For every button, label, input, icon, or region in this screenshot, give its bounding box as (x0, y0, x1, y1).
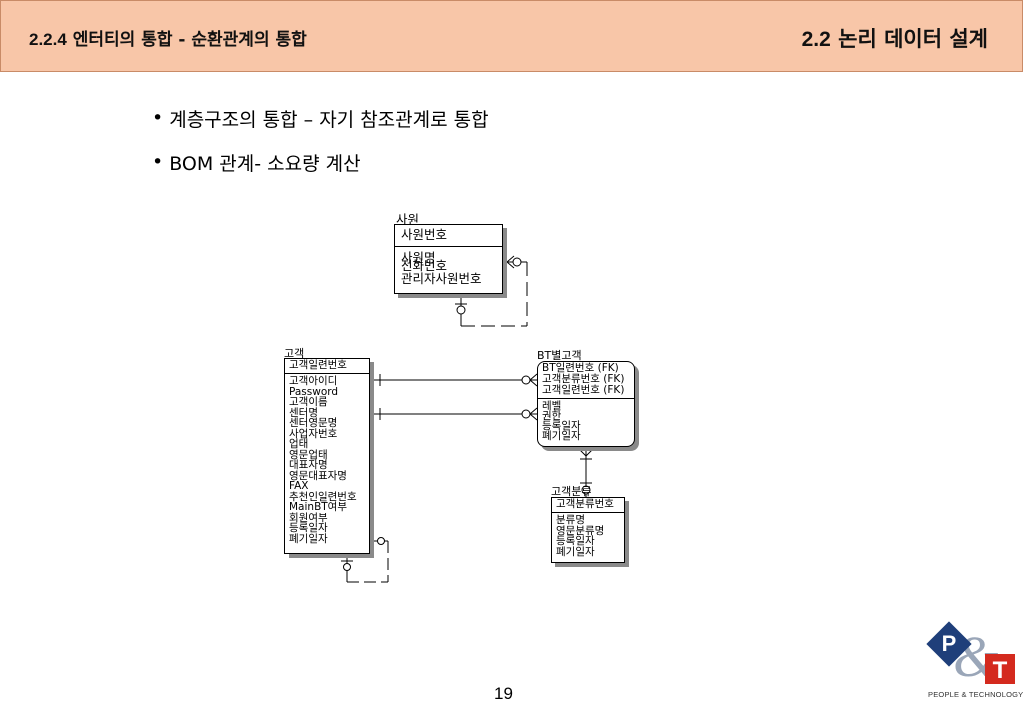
entity-attribute: 전화번호 (401, 258, 448, 273)
bt-customer-pk: BT일련번호 (FK) 고객분류번호 (FK) 고객일련번호 (FK) (538, 362, 634, 399)
customer-entity[interactable]: 고객일련번호 고객아이디 Password 고객이름 센터명 센터영문명 사업자… (284, 358, 370, 554)
bullet-item: • 계층구조의 통합 – 자기 참조관계로 통합 (152, 96, 489, 140)
entity-attribute: 고객이름 (289, 396, 328, 408)
customer-class-pk: 고객분류번호 (552, 498, 624, 513)
entity-attribute: 분류명 (556, 514, 585, 526)
chapter-title: 논리 데이터 설계 (830, 27, 988, 51)
bullet-item: • BOM 관계- 소요량 계산 (152, 140, 489, 184)
logo-caption: PEOPLE & TECHNOLOGY (928, 690, 1023, 699)
entity-attribute: 추천인일련번호 (289, 490, 357, 503)
slide-header: 2.2.4 엔터티의 통합 - 순환관계의 통합 2.2 논리 데이터 설계 (0, 0, 1023, 72)
entity-pk-line: BT일련번호 (FK) (542, 362, 619, 374)
entity-attribute: 센터영문명 (289, 417, 338, 429)
entity-attribute: 영문대표자명 (289, 469, 347, 482)
bullet-list: • 계층구조의 통합 – 자기 참조관계로 통합 • BOM 관계- 소요량 계… (152, 96, 489, 184)
employee-self-relationship (455, 255, 528, 327)
customer-bt-relationship-1 (374, 373, 538, 387)
bt-customer-entity[interactable]: BT일련번호 (FK) 고객분류번호 (FK) 고객일련번호 (FK) 레벨 권… (537, 361, 635, 447)
entity-attribute: 사원명 (401, 250, 436, 265)
class-bt-relationship (579, 449, 593, 497)
entity-attribute: 등록일자 (542, 420, 581, 432)
chapter-heading: 2.2 논리 데이터 설계 (802, 23, 988, 53)
customer-entity-title: 고객 (284, 347, 305, 360)
customer-class-entity-title: 고객분류 (551, 485, 592, 498)
entity-pk-line: 고객분류번호 (FK) (542, 373, 625, 385)
entity-attribute: 등록일자 (556, 535, 595, 547)
employee-pk: 사원번호 (395, 225, 502, 247)
customer-class-attributes: 분류명 영문분류명 등록일자 폐기일자 (552, 513, 624, 559)
section-heading: 2.2.4 엔터티의 통합 - 순환관계의 통합 (29, 25, 307, 50)
section-title: 엔터티의 통합 - 순환관계의 통합 (66, 30, 307, 50)
entity-attribute: 고객아이디 (289, 375, 338, 387)
bt-customer-entity-title: BT별고객 (537, 349, 582, 362)
company-logo: & P T (926, 621, 1015, 689)
entity-attribute: 회원여부 (289, 511, 328, 524)
entity-pk-line: 고객일련번호 (FK) (542, 384, 625, 396)
entity-attribute: 영문업태 (289, 448, 328, 461)
entity-attribute: 폐기일자 (289, 532, 328, 545)
customer-attributes: 고객아이디 Password 고객이름 센터명 센터영문명 사업자번호 업태 영… (285, 374, 369, 546)
entity-attribute: 센터명 (289, 406, 318, 419)
entity-attribute: 업태 (289, 438, 309, 450)
entity-attribute: 대표자명 (289, 459, 328, 471)
entity-attribute: 폐기일자 (556, 545, 595, 558)
customer-class-entity[interactable]: 고객분류번호 분류명 영문분류명 등록일자 폐기일자 (551, 497, 625, 563)
customer-pk: 고객일련번호 (285, 359, 369, 374)
entity-attribute: MainBT여부 (289, 501, 348, 513)
entity-attribute: 레벨 (542, 400, 562, 412)
employee-attributes: 사원명 전화번호 관리자사원번호 (395, 247, 502, 289)
bullet-marker: • (152, 151, 164, 173)
section-number: 2.2.4 (29, 30, 67, 49)
entity-attribute: 관리자사원번호 (401, 271, 482, 286)
employee-entity-title: 사원 (396, 212, 420, 227)
entity-attribute: FAX (289, 480, 309, 492)
bullet-text: BOM 관계- 소요량 계산 (169, 152, 361, 175)
entity-attribute: 등록일자 (289, 522, 328, 534)
customer-bt-relationship-2 (374, 407, 538, 421)
entity-attribute: 권한 (542, 410, 562, 422)
bullet-marker: • (152, 107, 164, 129)
entity-attribute: Password (289, 385, 339, 398)
chapter-number: 2.2 (801, 28, 831, 51)
logo-letter-t: T (993, 657, 1008, 684)
logo-red-square (985, 654, 1015, 684)
entity-attribute: 영문분류명 (556, 524, 605, 537)
employee-entity[interactable]: 사원번호 사원명 전화번호 관리자사원번호 (394, 224, 503, 294)
page-number: 19 (494, 684, 513, 703)
bullet-text: 계층구조의 통합 – 자기 참조관계로 통합 (169, 108, 489, 131)
bt-customer-attributes: 레벨 권한 등록일자 폐기일자 (538, 399, 634, 443)
entity-attribute: 사업자번호 (289, 427, 338, 440)
logo-letter-p: P (942, 631, 957, 656)
entity-attribute: 폐기일자 (542, 430, 581, 442)
